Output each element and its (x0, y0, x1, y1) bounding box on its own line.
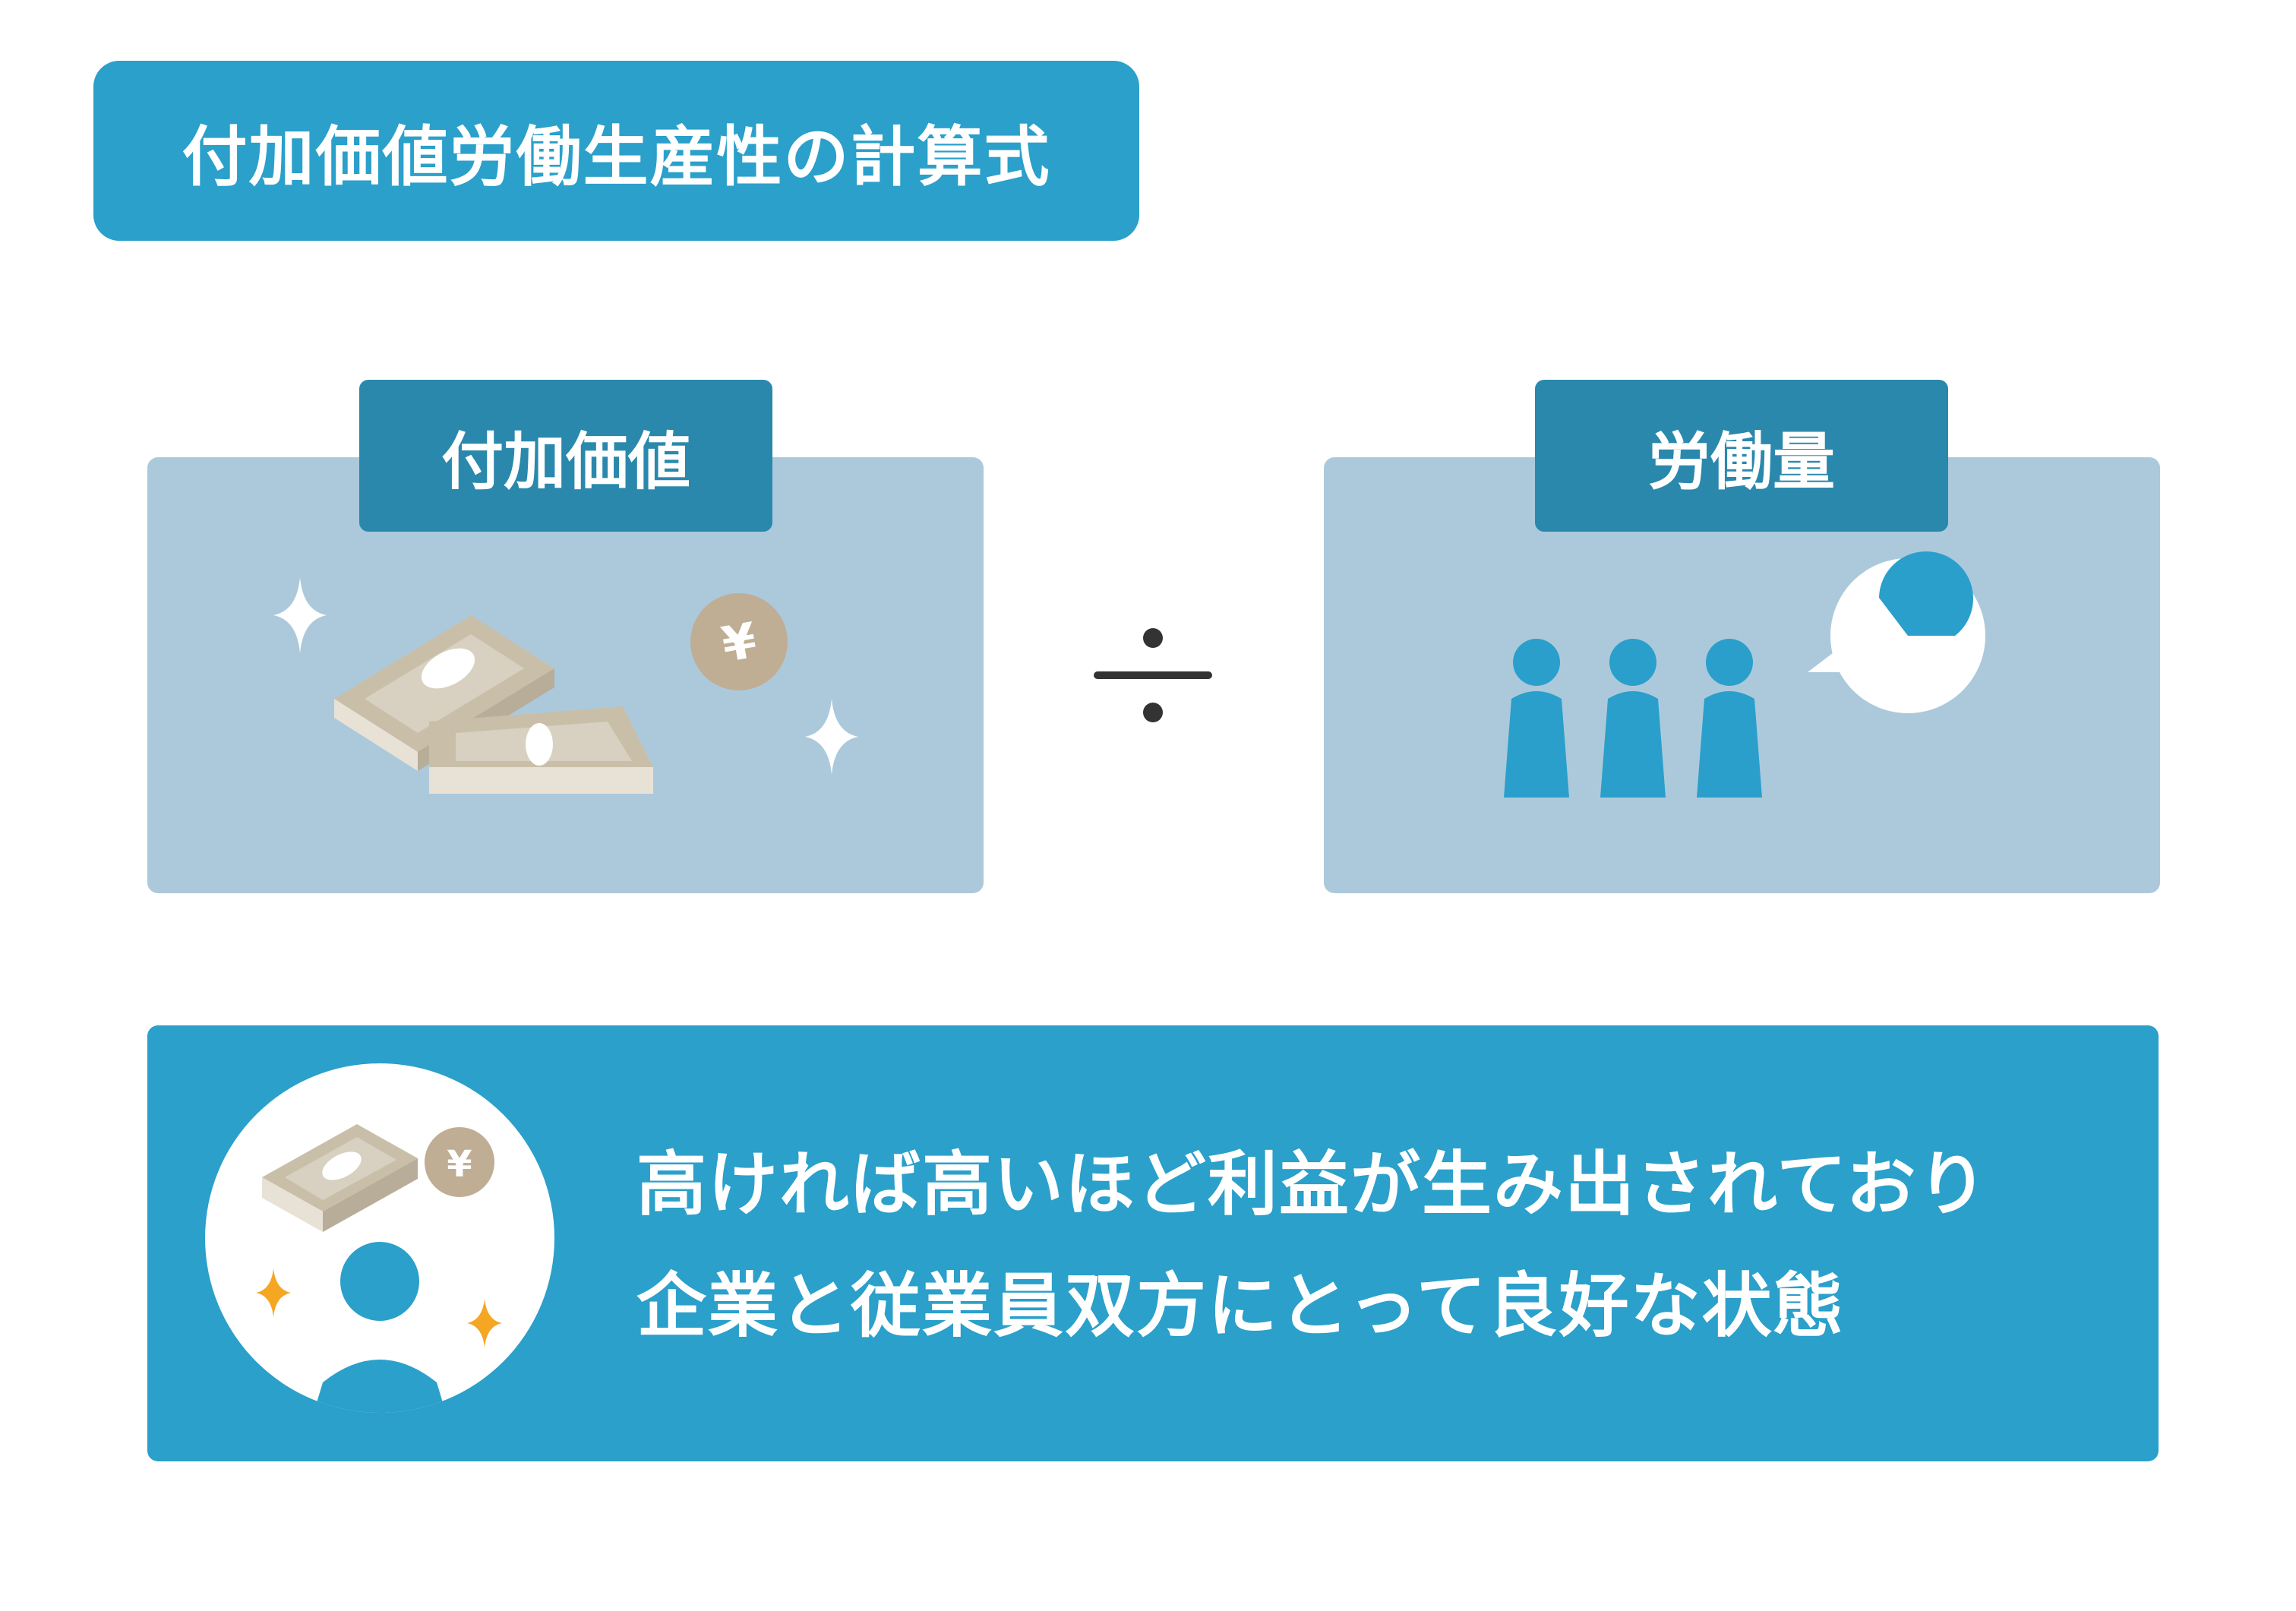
person-icon (311, 1242, 448, 1413)
money-stack-icon (262, 1124, 418, 1232)
people-group-icon (1504, 639, 1762, 798)
sparkle-icon (256, 1268, 291, 1317)
summary-text: 高ければ高いほど利益が生み出されており 企業と従業員双方にとって良好な状態 (636, 1124, 2125, 1367)
added-value-label: 付加価値 (359, 380, 772, 532)
person-with-money-illustration: ¥ (205, 1063, 554, 1413)
summary-line-2: 企業と従業員双方にとって良好な状態 (636, 1265, 1845, 1347)
svg-text:¥: ¥ (447, 1143, 472, 1186)
money-stack-icon (334, 615, 653, 794)
pie-speech-bubble-icon (1808, 551, 1985, 713)
divide-operator (1094, 628, 1212, 722)
labor-amount-label: 労働量 (1535, 380, 1948, 532)
sparkle-icon (805, 699, 858, 775)
sparkle-icon (273, 577, 327, 653)
yen-coin-icon: ¥ (690, 593, 788, 690)
summary-line-1: 高ければ高いほど利益が生み出されており (636, 1144, 1989, 1225)
sparkle-icon (467, 1299, 502, 1347)
diagram-title: 付加価値労働生産性の計算式 (93, 61, 1139, 241)
yen-coin-icon: ¥ (425, 1127, 494, 1197)
